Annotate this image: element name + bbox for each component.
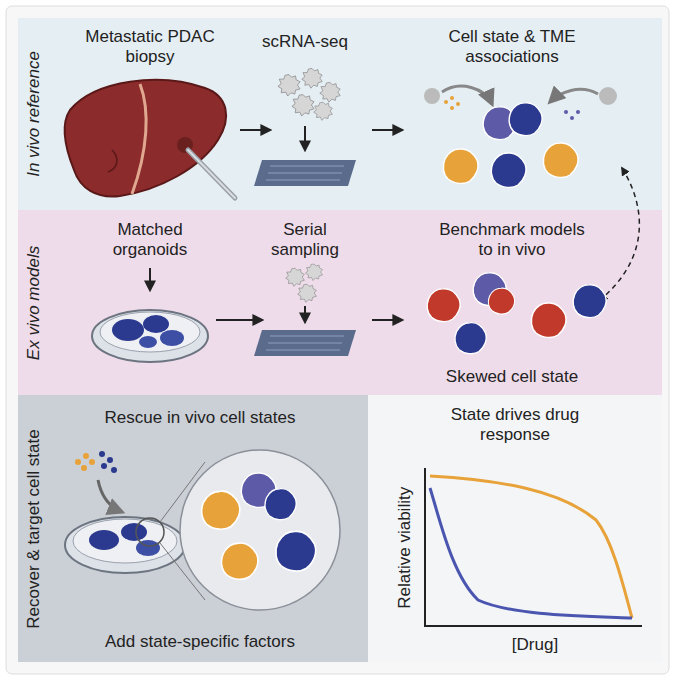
band-label: Recover & target cell state bbox=[24, 429, 44, 628]
step-label: Benchmark models to in vivo bbox=[437, 220, 587, 259]
step-label: Metastatic PDAC biopsy bbox=[85, 27, 215, 66]
panel-title: State drives drug response bbox=[435, 405, 595, 444]
step-label: Rescue in vivo cell states bbox=[105, 408, 296, 428]
step-label: Serial sampling bbox=[255, 220, 355, 259]
step-label: Add state-specific factors bbox=[105, 632, 295, 652]
band-label: In vivo reference bbox=[24, 51, 44, 177]
step-label: scRNA-seq bbox=[262, 32, 348, 52]
step-label: Matched organoids bbox=[95, 220, 205, 259]
band-label: Ex vivo models bbox=[24, 245, 44, 359]
band-panel: Recover & target cell state bbox=[18, 395, 368, 662]
step-label: Skewed cell state bbox=[446, 367, 578, 387]
step-label: Cell state & TME associations bbox=[437, 27, 587, 66]
step-label: [Drug] bbox=[512, 635, 558, 655]
axis-label: Relative viability bbox=[395, 487, 415, 609]
